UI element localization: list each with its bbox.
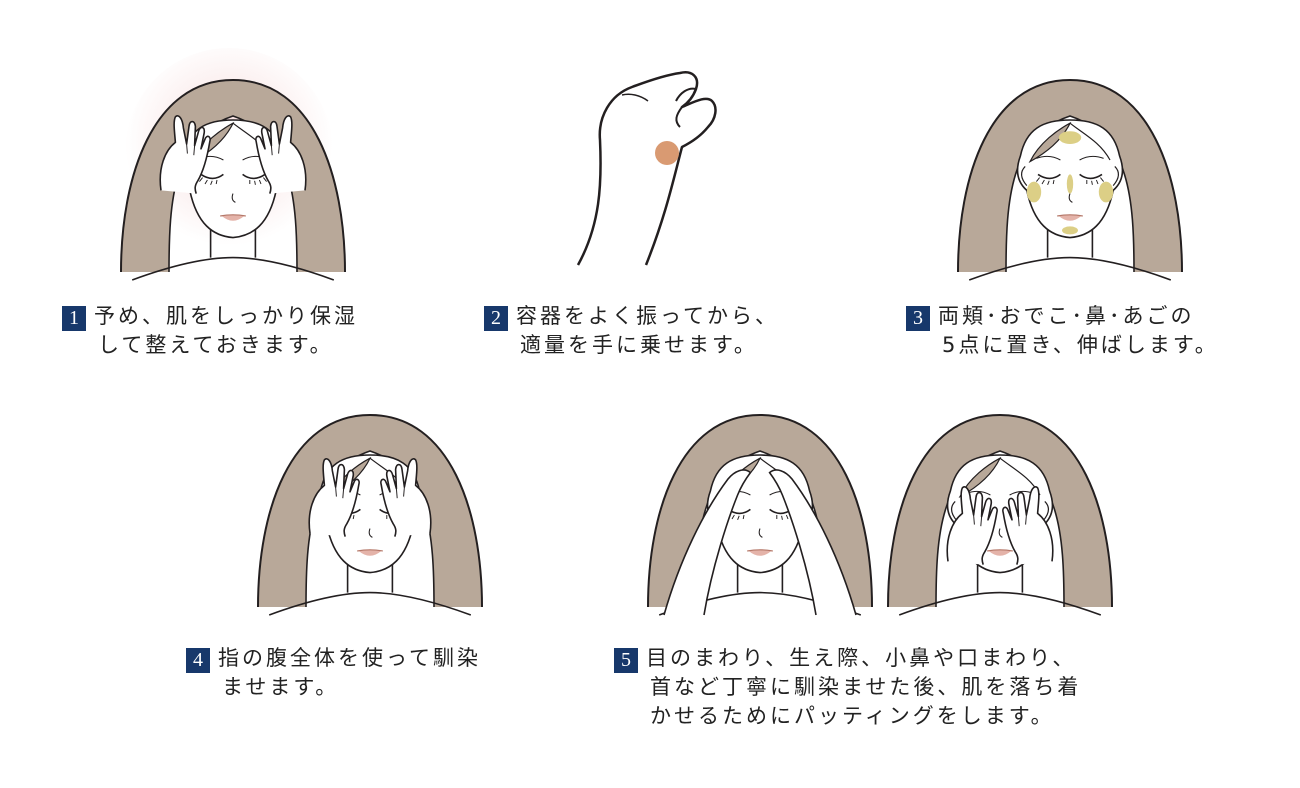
step-5-line-1: 目のまわり、生え際、小鼻や口まわり、 bbox=[646, 646, 1077, 670]
step-4-badge: 4 bbox=[186, 648, 210, 673]
illustration-five-points bbox=[950, 40, 1190, 281]
step-5-line-3: かせるためにパッティングをします。 bbox=[650, 704, 1055, 728]
step-1-line-1: 予め、肌をしっかり保湿 bbox=[94, 304, 358, 328]
step-2-line-2: 適量を手に乗せます。 bbox=[520, 333, 758, 357]
drop-dot bbox=[655, 141, 679, 165]
illustration-mouth-area bbox=[880, 375, 1120, 616]
step-5-text: 5 目のまわり、生え際、小鼻や口まわり、 首など丁寧に馴染ませた後、肌を落ち着 か… bbox=[614, 644, 1081, 731]
dot-chin bbox=[1062, 226, 1078, 235]
step-3-line-2: 5点に置き、伸ばします。 bbox=[942, 333, 1219, 357]
dot-right-cheek bbox=[1098, 181, 1114, 203]
face-drawing bbox=[887, 414, 1113, 616]
illustration-hand-drop bbox=[570, 65, 730, 266]
step-3-line-1: 両頬･おでこ･鼻･あごの bbox=[938, 304, 1195, 328]
face-drawing bbox=[257, 414, 483, 616]
dot-forehead bbox=[1058, 131, 1082, 144]
step-4-text: 4 指の腹全体を使って馴染 ませます。 bbox=[186, 644, 481, 702]
dot-left-cheek bbox=[1026, 181, 1042, 203]
step-1-text: 1 予め、肌をしっかり保湿 して整えておきます。 bbox=[62, 302, 358, 360]
step-4-line-2: ませます。 bbox=[222, 675, 340, 699]
step-3-text: 3 両頬･おでこ･鼻･あごの 5点に置き、伸ばします。 bbox=[906, 302, 1219, 360]
step-4-line-1: 指の腹全体を使って馴染 bbox=[218, 646, 481, 670]
left-arm bbox=[663, 469, 752, 616]
illustration-moisturize bbox=[113, 40, 353, 281]
right-arm bbox=[768, 469, 857, 616]
dot-nose bbox=[1066, 174, 1074, 194]
illustration-hairline bbox=[640, 375, 880, 616]
step-1-badge: 1 bbox=[62, 306, 86, 331]
step-2-line-1: 容器をよく振ってから、 bbox=[516, 304, 779, 328]
step-2-text: 2 容器をよく振ってから、 適量を手に乗せます。 bbox=[484, 302, 779, 360]
step-5-badge: 5 bbox=[614, 648, 638, 673]
illustration-fingers-blend bbox=[250, 375, 490, 616]
step-3-badge: 3 bbox=[906, 306, 930, 331]
step-2-badge: 2 bbox=[484, 306, 508, 331]
step-5-line-2: 首など丁寧に馴染ませた後、肌を落ち着 bbox=[650, 675, 1082, 699]
step-1-line-2: して整えておきます。 bbox=[98, 333, 334, 357]
